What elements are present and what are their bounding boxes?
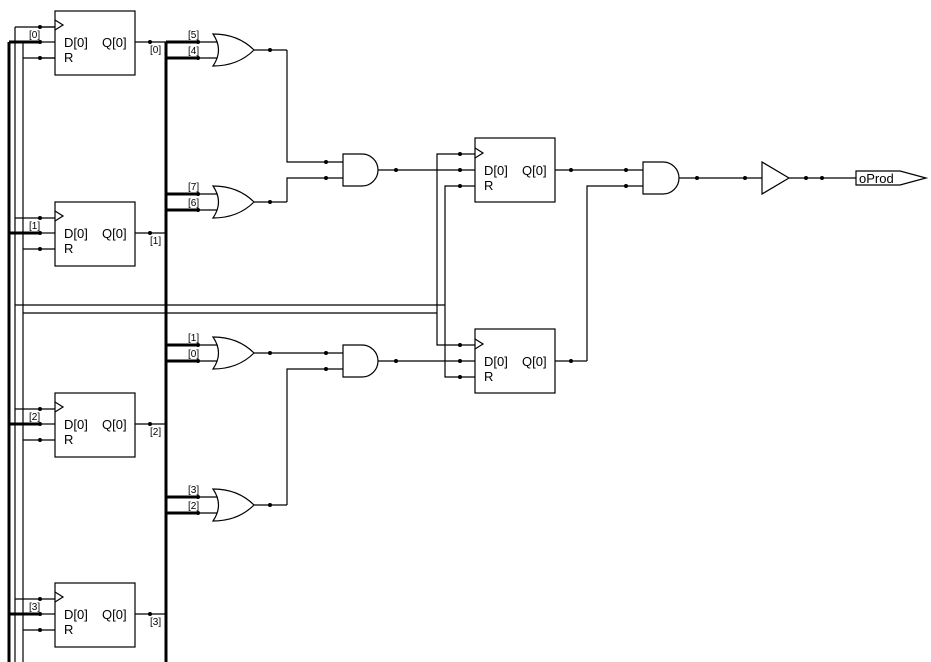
- ff0-q-label: Q[0]: [102, 35, 127, 50]
- and-gate-1: [342, 344, 475, 378]
- ff1-out-index: [1]: [150, 236, 161, 247]
- s2ff0-d-label: D[0]: [484, 163, 508, 178]
- s2ff1-d-label: D[0]: [484, 354, 508, 369]
- or3-in-b-index: [2]: [188, 501, 199, 512]
- ff1-in-index: [1]: [29, 221, 40, 232]
- or-gate-0: [5] [4]: [188, 30, 255, 67]
- ff2-r-label: R: [64, 432, 73, 447]
- ff1-q-label: Q[0]: [102, 226, 127, 241]
- ff2-in-index: [2]: [29, 412, 40, 423]
- ff1-d-label: D[0]: [64, 226, 88, 241]
- s2ff0-q-label: Q[0]: [522, 163, 547, 178]
- central-bus: [164, 40, 198, 662]
- or0-in-b-index: [4]: [188, 46, 199, 57]
- or-gate-2: [1] [0]: [188, 333, 255, 370]
- or-gate-3: [3] [2]: [188, 485, 255, 522]
- ff0-in-index: [0]: [29, 30, 40, 41]
- ff0-r-label: R: [64, 50, 73, 65]
- ff3-out-index: [3]: [150, 617, 161, 628]
- output-port-label: oProd: [859, 171, 894, 186]
- flipflop-2: D[0] Q[0] R [2] [2]: [9, 392, 166, 458]
- or1-in-a-index: [7]: [188, 182, 199, 193]
- ff3-q-label: Q[0]: [102, 607, 127, 622]
- or-to-and-wires: [254, 48, 343, 507]
- or2-in-a-index: [1]: [188, 333, 199, 344]
- s2ff1-q-label: Q[0]: [522, 354, 547, 369]
- or1-in-b-index: [6]: [188, 198, 199, 209]
- or3-in-a-index: [3]: [188, 485, 199, 496]
- ff2-d-label: D[0]: [64, 417, 88, 432]
- ff3-r-label: R: [64, 622, 73, 637]
- and-gate-0: [342, 153, 475, 187]
- left-control-lines: [7, 26, 55, 662]
- output-buffer: [761, 160, 856, 196]
- stage2-control-lines: [15, 152, 475, 379]
- or0-in-a-index: [5]: [188, 30, 199, 41]
- stage2-flipflop-1: D[0] Q[0] R: [474, 184, 643, 394]
- ff2-q-label: Q[0]: [102, 417, 127, 432]
- s2ff0-r-label: R: [484, 178, 493, 193]
- ff3-d-label: D[0]: [64, 607, 88, 622]
- stage2-flipflop-0: D[0] Q[0] R: [474, 137, 643, 203]
- ff1-r-label: R: [64, 241, 73, 256]
- ff0-d-label: D[0]: [64, 35, 88, 50]
- flipflop-0: D[0] Q[0] R [0] [0]: [29, 10, 166, 76]
- s2ff1-r-label: R: [484, 369, 493, 384]
- or2-in-b-index: [0]: [188, 349, 199, 360]
- output-port-oprod: oProd: [855, 170, 929, 186]
- flipflop-3: D[0] Q[0] R [3] [3]: [9, 582, 166, 648]
- ff3-in-index: [3]: [29, 602, 40, 613]
- ff0-out-index: [0]: [150, 45, 161, 56]
- ff2-out-index: [2]: [150, 427, 161, 438]
- and-gate-final: [642, 161, 762, 195]
- flipflop-1: D[0] Q[0] R [1] [1]: [9, 201, 166, 267]
- or-gate-1: [7] [6]: [188, 182, 255, 219]
